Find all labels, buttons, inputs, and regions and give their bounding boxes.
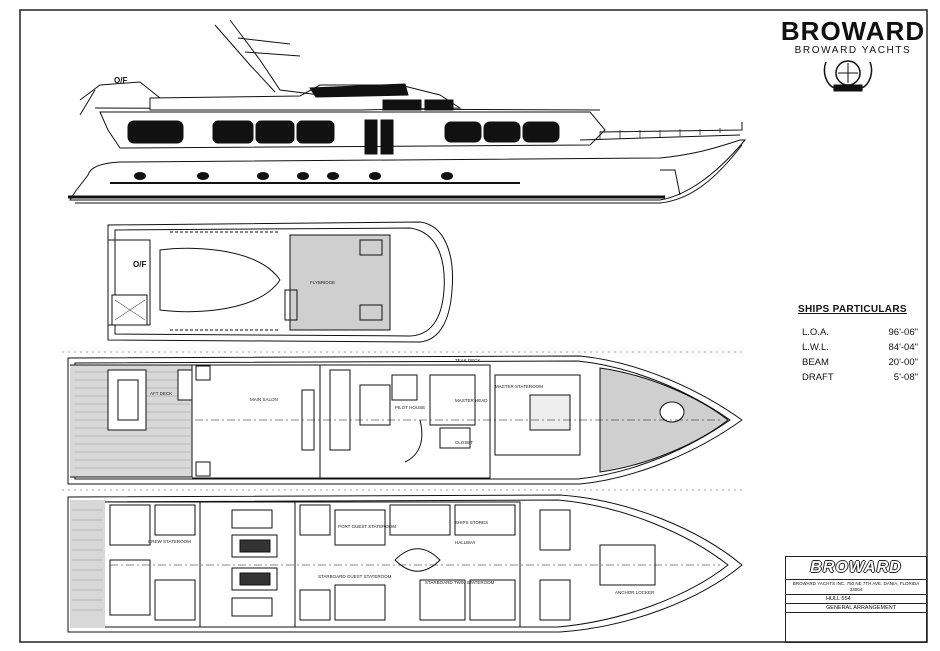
lower-deck-plan bbox=[67, 494, 743, 633]
label-master-head: MASTER HEAD bbox=[455, 398, 488, 403]
label-aft-deck: AFT DECK bbox=[150, 391, 173, 396]
label-main-salon: MAIN SALON bbox=[250, 397, 278, 402]
title-block: BROWARD BROWARD YACHTS INC. 750 NE 7TH A… bbox=[785, 556, 927, 643]
flybridge-plan bbox=[107, 221, 454, 343]
brand-subtitle: BROWARD YACHTS bbox=[794, 45, 912, 56]
particular-value: 96'-06" bbox=[888, 327, 918, 338]
label-teak-deck: TEAK DECK bbox=[455, 358, 481, 363]
title-block-address: BROWARD YACHTS INC. 750 NE 7TH AVE. DANI… bbox=[786, 580, 926, 595]
particular-label: BEAM bbox=[802, 357, 829, 368]
ships-particulars: SHIPS PARTICULARS L.O.A. 96'-06" L.W.L. 84… bbox=[798, 304, 918, 385]
label-master-stateroom: MASTER STATEROOM bbox=[495, 384, 543, 389]
title-block-hull: HULL 554 bbox=[786, 595, 926, 604]
label-anchor-locker: ANCHOR LOCKER bbox=[615, 590, 655, 595]
profile-view bbox=[68, 19, 747, 204]
label-starboard-guest: STARBOARD GUEST STATEROOM bbox=[318, 574, 392, 579]
label-port-guest: PORT GUEST STATEROOM bbox=[338, 524, 397, 529]
label-hallway: HALLWAY bbox=[455, 540, 476, 545]
particular-label: L.O.A. bbox=[802, 327, 829, 338]
particular-label: L.W.L. bbox=[802, 342, 829, 353]
label-flybridge: FLYBRIDGE bbox=[310, 280, 336, 285]
brand-logo: BROWARD BROWARD YACHTS bbox=[780, 18, 926, 56]
title-block-sheet: GENERAL ARRANGEMENT bbox=[786, 604, 926, 613]
title-block-brand: BROWARD bbox=[786, 557, 926, 580]
of-label-flybridge: O/F bbox=[133, 260, 147, 269]
particular-value: 20'-00" bbox=[888, 357, 918, 368]
label-crew-stateroom: CREW STATEROOM bbox=[148, 539, 191, 544]
particulars-row: DRAFT 5'-08" bbox=[798, 370, 918, 385]
particulars-row: BEAM 20'-00" bbox=[798, 355, 918, 370]
of-label-profile: O/F bbox=[114, 76, 128, 85]
particular-label: DRAFT bbox=[802, 372, 834, 383]
drawing-frame bbox=[19, 9, 928, 643]
label-pilot-house: PILOT HOUSE bbox=[395, 405, 426, 410]
label-ships-stores: SHIPS STORES bbox=[455, 520, 489, 525]
brand-title: BROWARD bbox=[780, 16, 926, 46]
particular-value: 84'-04" bbox=[888, 342, 918, 353]
broward-emblem bbox=[823, 60, 873, 92]
main-deck-plan bbox=[67, 355, 743, 485]
particular-value: 5'-08" bbox=[893, 372, 918, 383]
label-closet: CLOSET bbox=[455, 440, 474, 445]
label-starboard-twin: STARBOARD TWIN STATEROOM bbox=[425, 580, 495, 585]
particulars-row: L.W.L. 84'-04" bbox=[798, 340, 918, 355]
particulars-heading: SHIPS PARTICULARS bbox=[798, 304, 907, 315]
particulars-row: L.O.A. 96'-06" bbox=[798, 325, 918, 340]
